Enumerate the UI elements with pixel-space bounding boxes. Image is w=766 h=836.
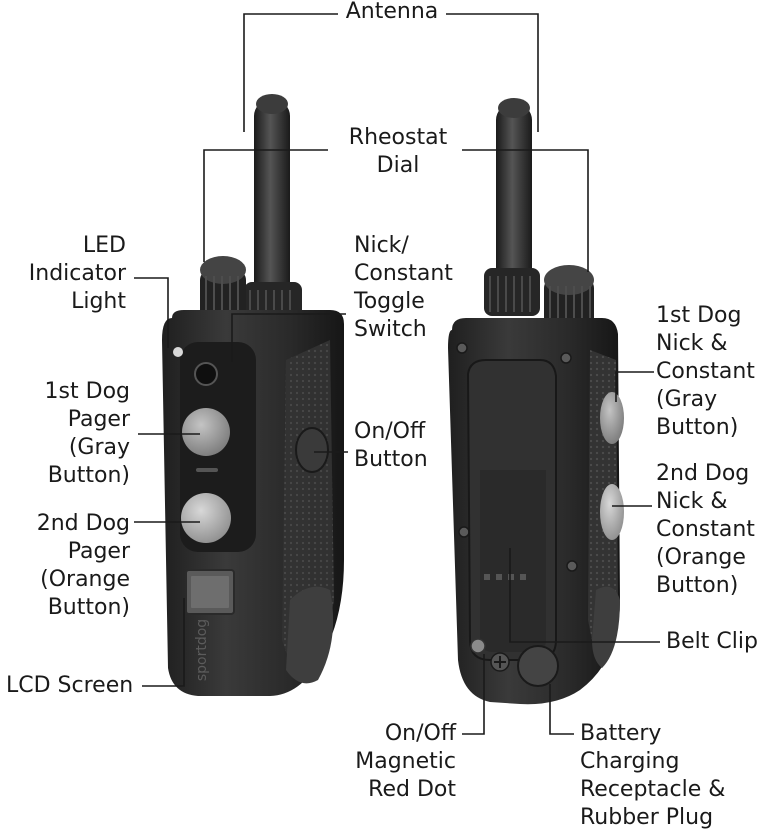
device-brand: sportdog xyxy=(194,619,210,681)
leader-lines xyxy=(134,13,660,735)
front-transmitter: sportdog xyxy=(162,94,344,696)
back-antenna xyxy=(496,104,532,300)
nick-constant-toggle-switch[interactable] xyxy=(194,362,218,386)
leader-led xyxy=(134,277,169,348)
label-rheostat-dial: Rheostat Dial xyxy=(348,125,448,178)
back-nick-button-1[interactable] xyxy=(600,392,624,444)
label-nick-constant-toggle: Nick/ Constant Toggle Switch xyxy=(354,233,453,342)
label-on-off-button: On/Off Button xyxy=(354,419,428,472)
front-pager-button-2[interactable] xyxy=(181,493,231,543)
label-2nd-dog-nick-constant: 2nd Dog Nick & Constant (Orange Button) xyxy=(656,461,755,598)
back-nick-button-2[interactable] xyxy=(600,484,624,540)
leader-belt-clip xyxy=(509,548,660,643)
leader-toggle xyxy=(231,313,346,362)
leader-nick-1 xyxy=(615,371,654,402)
label-led-indicator-light: LED Indicator Light xyxy=(28,233,126,314)
label-belt-clip: Belt Clip xyxy=(666,629,758,654)
front-on-off-button[interactable] xyxy=(295,427,329,473)
screw xyxy=(560,352,572,364)
label-lcd-screen: LCD Screen xyxy=(6,673,134,698)
back-transmitter xyxy=(448,98,624,705)
leader-magnetic xyxy=(462,654,485,735)
front-pager-button-1[interactable] xyxy=(182,408,230,456)
on-off-magnetic-red-dot xyxy=(470,638,486,654)
leader-lcd xyxy=(142,598,185,687)
label-antenna: Antenna xyxy=(345,0,439,24)
led-indicator-light xyxy=(173,347,183,357)
leader-rheostat-left xyxy=(203,149,328,262)
label-1st-dog-nick-constant: 1st Dog Nick & Constant (Gray Button) xyxy=(656,303,755,440)
front-antenna xyxy=(254,100,290,300)
leader-battery xyxy=(549,684,574,735)
battery-charging-receptacle xyxy=(517,645,559,687)
screw xyxy=(458,526,470,538)
label-on-off-magnetic-red-dot: On/Off Magnetic Red Dot xyxy=(355,721,456,802)
label-1st-dog-pager: 1st Dog Pager (Gray Button) xyxy=(44,379,130,488)
label-2nd-dog-pager: 2nd Dog Pager (Orange Button) xyxy=(36,511,130,620)
screw xyxy=(566,560,578,572)
screw xyxy=(456,342,468,354)
leader-antenna-left xyxy=(243,13,338,132)
label-battery-charging: Battery Charging Receptacle & Rubber Plu… xyxy=(580,721,726,830)
leader-antenna-right xyxy=(446,13,539,132)
leader-rheostat-right xyxy=(462,149,589,272)
